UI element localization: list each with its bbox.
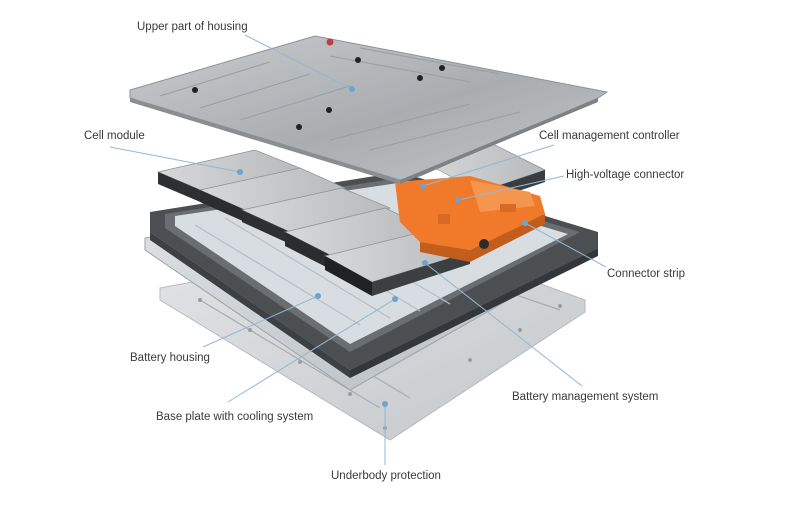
upper-housing-lid [129, 35, 609, 184]
leader-hv-connector [457, 175, 565, 201]
label-upper-housing: Upper part of housing [137, 21, 248, 33]
leader-cell-module [109, 146, 241, 173]
label-high-voltage-connector: High-voltage connector [566, 169, 685, 181]
label-cell-management-controller: Cell management controller [539, 130, 680, 142]
label-battery-housing: Battery housing [130, 352, 210, 364]
leader-battery-housing [202, 295, 319, 348]
leader-lines [109, 34, 607, 465]
label-connector-strip: Connector strip [607, 268, 685, 280]
label-battery-management-system: Battery management system [512, 391, 659, 403]
leader-upper-housing [244, 34, 353, 90]
orange-electronics [395, 176, 545, 262]
leader-bms [424, 262, 583, 387]
leader-base-plate [227, 298, 396, 403]
leader-dots [237, 86, 528, 407]
label-base-plate-cooling: Base plate with cooling system [156, 411, 314, 423]
leader-cell-controller [422, 144, 555, 187]
label-underbody-protection: Underbody protection [331, 470, 441, 482]
leader-connector-strip [524, 222, 607, 268]
label-cell-module: Cell module [84, 130, 145, 142]
